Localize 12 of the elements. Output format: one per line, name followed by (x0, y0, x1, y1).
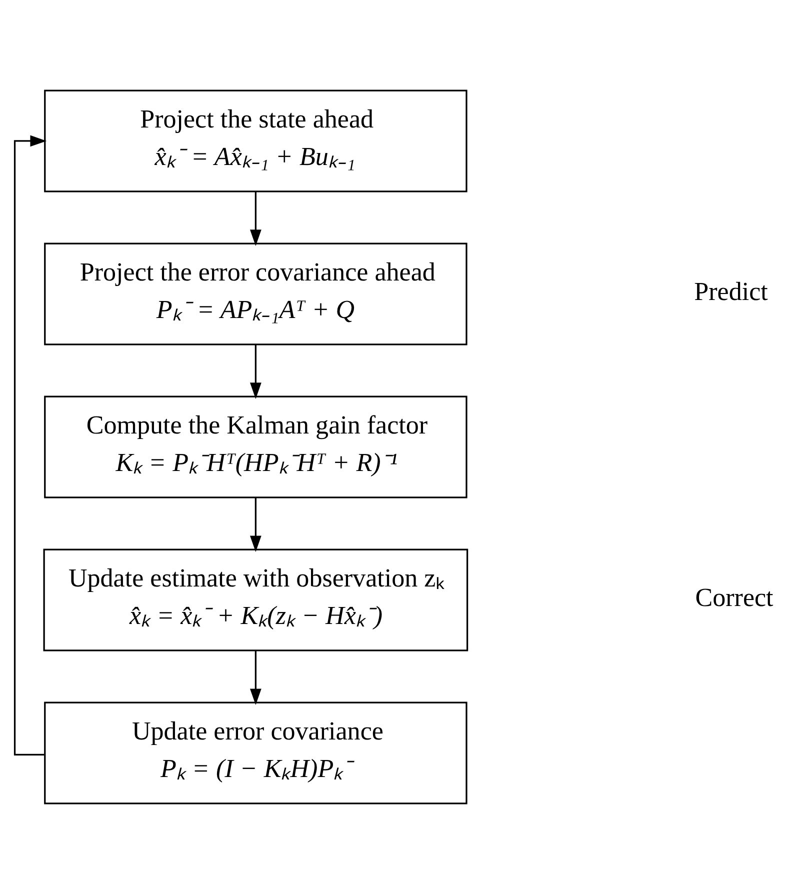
arrow (250, 497, 262, 552)
node-box: Compute the Kalman gain factor Kₖ = Pₖ⁻Hᵀ(HPₖ⁻Hᵀ + R)⁻¹ (44, 395, 468, 498)
arrow (14, 134, 47, 755)
node-box: Project the state ahead x̂ₖ⁻ = Ax̂ₖ₋₁ + Buₖ₋₁ (44, 89, 468, 192)
label: Correct (695, 582, 774, 612)
arrow (250, 344, 262, 398)
arrow (250, 191, 262, 246)
arrow (250, 650, 262, 705)
label: Predict (694, 276, 768, 306)
node-box: Update error covariance Pₖ = (I − KₖH)Pₖ⁻ (44, 701, 468, 804)
node-box: Update estimate with observation zₖ x̂ₖ = x̂ₖ⁻ + Kₖ(zₖ − Hx̂ₖ⁻) (43, 548, 468, 651)
node-box: Project the error covariance ahead Pₖ⁻ = APₖ₋₁Aᵀ + Q (44, 242, 468, 345)
